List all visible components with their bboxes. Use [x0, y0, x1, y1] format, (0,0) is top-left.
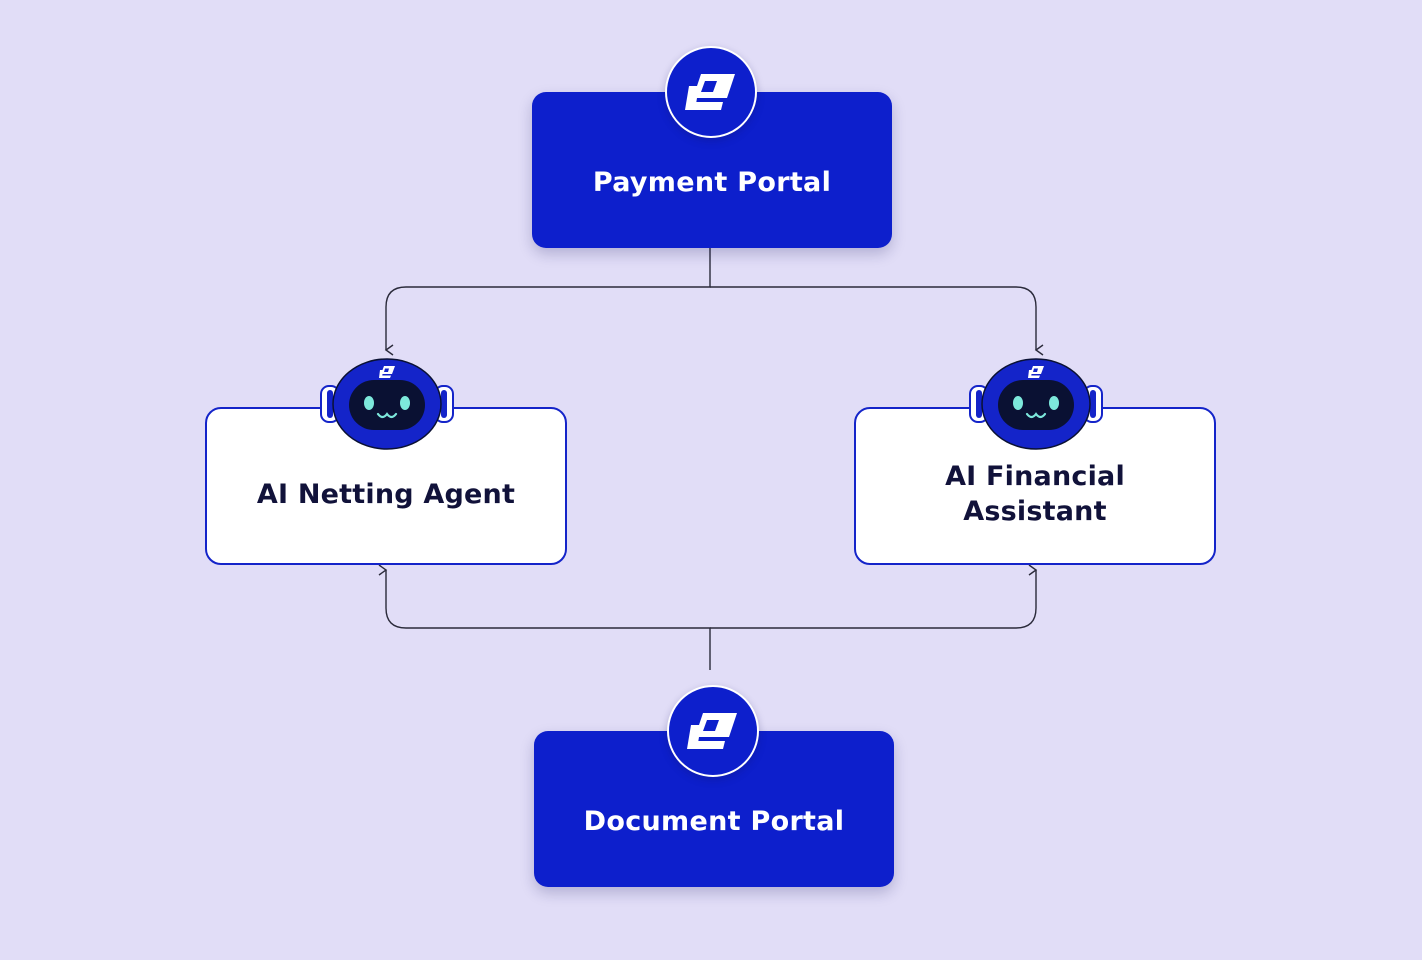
document-portal-label: Document Portal: [583, 805, 845, 837]
ai-financial-assistant-label-line2: Assistant: [963, 496, 1107, 527]
document-to-assistant-connector: [710, 564, 1038, 629]
ai-financial-assistant-label-line1: AI Financial: [945, 461, 1125, 492]
brand-logo-icon: [665, 46, 757, 138]
ai-financial-assistant-label: AI Financial Assistant: [945, 459, 1125, 529]
brand-logo-icon: [667, 685, 759, 777]
document-to-netting-connector: [378, 564, 711, 670]
robot-icon: [317, 356, 457, 452]
ai-netting-agent-label: AI Netting Agent: [256, 478, 516, 510]
payment-to-assistant-connector: [710, 286, 1044, 356]
payment-portal-label: Payment Portal: [592, 166, 832, 198]
payment-to-netting-connector: [384, 248, 711, 356]
robot-icon: [966, 356, 1106, 452]
